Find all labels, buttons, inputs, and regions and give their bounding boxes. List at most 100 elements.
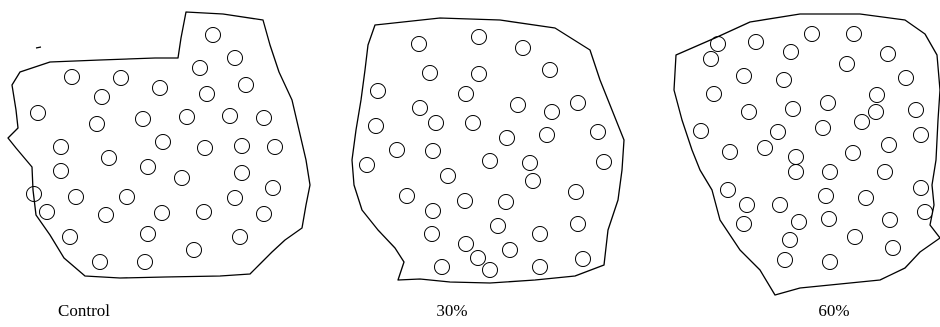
dot bbox=[742, 105, 757, 120]
dot bbox=[371, 84, 386, 99]
dot bbox=[823, 255, 838, 270]
panel-60-percent bbox=[674, 14, 940, 295]
dot bbox=[257, 111, 272, 126]
dot bbox=[99, 208, 114, 223]
dot bbox=[771, 125, 786, 140]
dot bbox=[266, 181, 281, 196]
thirty-percent-outline bbox=[352, 18, 624, 283]
dot bbox=[909, 103, 924, 118]
dot bbox=[545, 105, 560, 120]
dot bbox=[516, 41, 531, 56]
control-dots bbox=[27, 28, 283, 270]
dot bbox=[435, 260, 450, 275]
dot bbox=[426, 204, 441, 219]
dot bbox=[707, 87, 722, 102]
dot bbox=[425, 227, 440, 242]
dot bbox=[65, 70, 80, 85]
dot bbox=[721, 183, 736, 198]
dot bbox=[737, 217, 752, 232]
dot bbox=[576, 252, 591, 267]
dot bbox=[187, 243, 202, 258]
dot bbox=[870, 88, 885, 103]
dot bbox=[878, 165, 893, 180]
dot bbox=[792, 215, 807, 230]
panel-label-60-percent: 60% bbox=[818, 301, 849, 321]
dot bbox=[54, 140, 69, 155]
dot bbox=[777, 73, 792, 88]
dot bbox=[540, 128, 555, 143]
dot bbox=[156, 135, 171, 150]
dot bbox=[40, 205, 55, 220]
dot bbox=[737, 69, 752, 84]
dot bbox=[591, 125, 606, 140]
dot bbox=[235, 139, 250, 154]
dot bbox=[503, 243, 518, 258]
dot bbox=[180, 110, 195, 125]
dot bbox=[458, 194, 473, 209]
dot bbox=[233, 230, 248, 245]
dot bbox=[198, 141, 213, 156]
dot bbox=[805, 27, 820, 42]
dot bbox=[206, 28, 221, 43]
dot bbox=[523, 156, 538, 171]
dot bbox=[819, 189, 834, 204]
dot bbox=[499, 195, 514, 210]
dot bbox=[472, 67, 487, 82]
dot bbox=[153, 81, 168, 96]
dot bbox=[789, 150, 804, 165]
dot bbox=[848, 230, 863, 245]
dot bbox=[711, 37, 726, 52]
dot bbox=[114, 71, 129, 86]
dot bbox=[63, 230, 78, 245]
dot bbox=[571, 217, 586, 232]
dot bbox=[400, 189, 415, 204]
dot bbox=[526, 174, 541, 189]
dot bbox=[423, 66, 438, 81]
dot bbox=[471, 251, 486, 266]
dot bbox=[783, 233, 798, 248]
dot bbox=[773, 198, 788, 213]
dot bbox=[846, 146, 861, 161]
dot bbox=[847, 27, 862, 42]
dot bbox=[784, 45, 799, 60]
dot bbox=[31, 106, 46, 121]
thirty-percent-dots bbox=[360, 30, 612, 278]
dot bbox=[483, 263, 498, 278]
dot bbox=[694, 124, 709, 139]
panel-control bbox=[8, 12, 310, 278]
dot bbox=[257, 207, 272, 222]
dot bbox=[228, 191, 243, 206]
dot bbox=[816, 121, 831, 136]
dot bbox=[138, 255, 153, 270]
dot bbox=[483, 154, 498, 169]
dot bbox=[441, 169, 456, 184]
dot bbox=[778, 253, 793, 268]
dot bbox=[136, 112, 151, 127]
dot bbox=[200, 87, 215, 102]
stray-dash bbox=[36, 47, 41, 48]
dot bbox=[235, 166, 250, 181]
dot bbox=[102, 151, 117, 166]
dot bbox=[413, 101, 428, 116]
dot bbox=[197, 205, 212, 220]
panel-label-30-percent: 30% bbox=[436, 301, 467, 321]
dot bbox=[918, 205, 933, 220]
panel-label-control: Control bbox=[58, 301, 110, 321]
panel-30-percent bbox=[352, 18, 624, 283]
dot bbox=[740, 198, 755, 213]
dot bbox=[390, 143, 405, 158]
dot bbox=[789, 165, 804, 180]
dot bbox=[141, 160, 156, 175]
dot bbox=[597, 155, 612, 170]
dot bbox=[569, 185, 584, 200]
dot bbox=[54, 164, 69, 179]
dot bbox=[883, 213, 898, 228]
dot bbox=[869, 105, 884, 120]
dot bbox=[543, 63, 558, 78]
dot bbox=[840, 57, 855, 72]
dot bbox=[511, 98, 526, 113]
dot bbox=[95, 90, 110, 105]
dot bbox=[855, 115, 870, 130]
dot bbox=[268, 140, 283, 155]
